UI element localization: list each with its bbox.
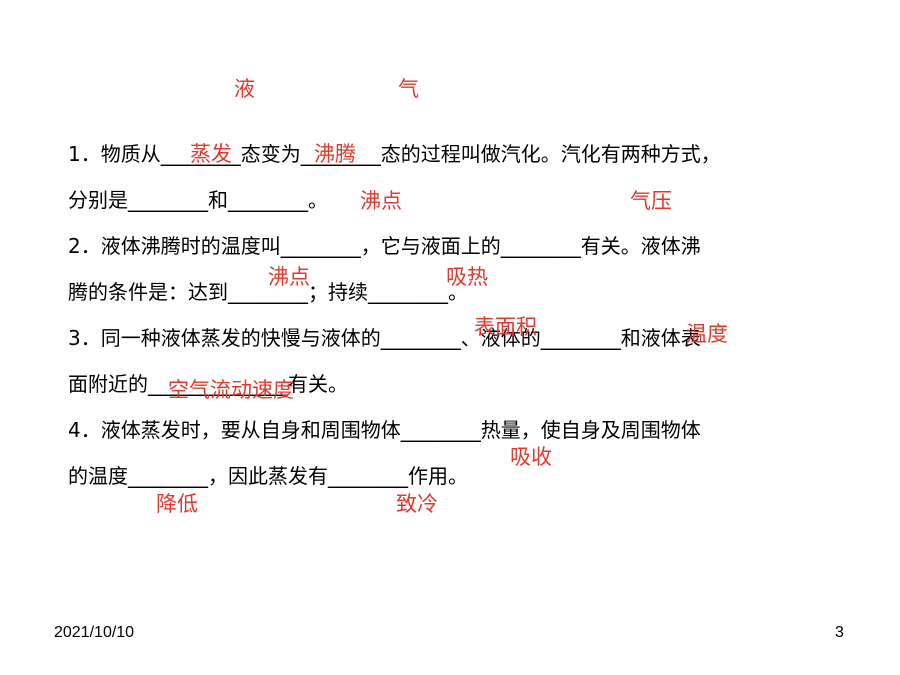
footer-date: 2021/10/10 (54, 624, 135, 641)
answer-airflow-speed: 空气流动速度 (168, 378, 294, 402)
answer-temperature: 温度 (686, 322, 728, 346)
answer-surface-area: 表面积 (474, 315, 537, 339)
question-4-line-2: 的温度________，因此蒸发有________作用。 (68, 464, 468, 488)
answer-absorb-heat: 吸热 (446, 265, 488, 289)
answer-boiling: 沸腾 (314, 142, 356, 166)
page-number: 3 (835, 624, 844, 641)
question-2-line-2: 腾的条件是：达到________；持续________。 (68, 280, 468, 304)
answer-boiling-point-2: 沸点 (268, 265, 310, 289)
answer-gas: 气 (398, 77, 419, 101)
answer-boiling-point-1: 沸点 (360, 189, 402, 213)
question-3-line-2: 面附近的______________有关。 (68, 372, 348, 396)
answer-evaporation: 蒸发 (190, 142, 232, 166)
question-3-line-1: 3．同一种液体蒸发的快慢与液体的________、液体的________和液体表 (68, 326, 701, 350)
question-2-line-1: 2．液体沸腾时的温度叫________，它与液面上的________有关。液体沸 (68, 234, 701, 258)
answer-absorb: 吸收 (510, 445, 552, 469)
answer-air-pressure: 气压 (630, 189, 672, 213)
answer-lower: 降低 (156, 492, 198, 516)
question-1-line-1: 1．物质从________态变为________态的过程叫做汽化。汽化有两种方式… (68, 142, 721, 166)
question-4-line-1: 4．液体蒸发时，要从自身和周围物体________热量，使自身及周围物体 (68, 418, 701, 442)
answer-cooling: 致冷 (396, 492, 438, 516)
question-1-line-2: 分别是________和________。 (68, 188, 328, 212)
answer-liquid: 液 (234, 77, 255, 101)
